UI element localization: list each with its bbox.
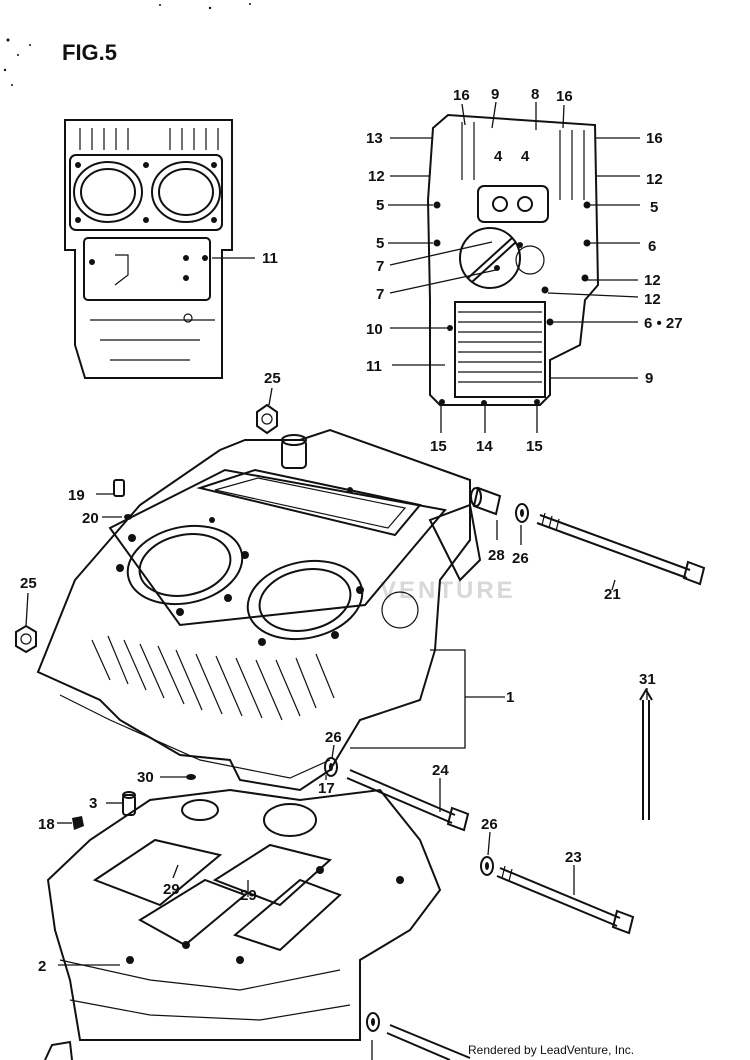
- callout-25-top: 25: [264, 370, 281, 387]
- nut-25-top: [256, 403, 278, 435]
- washer-26-middle: [324, 757, 338, 777]
- bolt-23: [496, 865, 635, 935]
- callout-8: 8: [531, 86, 539, 103]
- callout-4-a: 4: [494, 148, 503, 165]
- callout-labels: 11 16 9 8 16 13 16 12 12 4 4 5 5 5 6 7 1…: [20, 86, 683, 975]
- corner-speckle: [3, 3, 251, 86]
- callout-14: 14: [476, 438, 493, 455]
- callout-23: 23: [565, 849, 582, 866]
- callout-29-a: 29: [163, 881, 180, 898]
- callout-3: 3: [89, 795, 97, 812]
- figure-title: FIG.5: [62, 40, 117, 65]
- washer-26-upper: [515, 503, 529, 523]
- watermark-text: VENTURE: [380, 577, 516, 604]
- callout-24: 24: [432, 762, 449, 779]
- callout-17: 17: [318, 780, 335, 797]
- callout-5-b: 5: [650, 199, 658, 216]
- callout-9-right: 9: [645, 370, 653, 387]
- callout-11-right: 11: [366, 358, 382, 375]
- bolt-24: [346, 769, 470, 832]
- callout-13: 13: [366, 130, 383, 147]
- callout-2: 2: [38, 958, 46, 975]
- sleeve-28: [470, 486, 502, 516]
- dowel-3: [122, 791, 136, 816]
- callout-7-a: 7: [376, 258, 384, 275]
- screw-20: [124, 514, 132, 520]
- callout-29-b: 29: [240, 887, 257, 904]
- lower-crankcase: [44, 788, 442, 1060]
- callout-9-top: 9: [491, 86, 499, 103]
- callout-6: 6: [648, 238, 656, 255]
- washer-26-lower: [480, 856, 494, 876]
- callout-16-a: 16: [453, 87, 470, 104]
- callout-7-b: 7: [376, 286, 384, 303]
- callout-4-b: 4: [521, 148, 530, 165]
- callout-15-a: 15: [430, 438, 447, 455]
- callout-26-lower: 26: [481, 816, 498, 833]
- callout-25-left: 25: [20, 575, 37, 592]
- callout-10: 10: [366, 321, 383, 338]
- callout-5-a: 5: [376, 197, 384, 214]
- callout-20: 20: [82, 510, 99, 527]
- plug-18: [72, 816, 84, 830]
- callout-31: 31: [639, 671, 656, 688]
- callout-15-b: 15: [526, 438, 543, 455]
- callout-30: 30: [137, 769, 154, 786]
- callout-26-upper: 26: [512, 550, 529, 567]
- callout-16-c: 16: [646, 130, 663, 147]
- callout-5-c: 5: [376, 235, 384, 252]
- screw-30: [186, 774, 196, 780]
- callout-12-d: 12: [644, 291, 661, 308]
- callout-1: 1: [506, 689, 514, 706]
- nut-25-left: [15, 624, 37, 654]
- stud-31: [639, 688, 653, 820]
- callout-26-middle: 26: [325, 729, 342, 746]
- callout-12-a: 12: [368, 168, 385, 185]
- callout-6-27: 6 • 27: [644, 315, 683, 332]
- upper-crankcase: [36, 428, 482, 792]
- callout-12-c: 12: [644, 272, 661, 289]
- upper-case-top-view: [64, 119, 233, 379]
- callout-16-b: 16: [556, 88, 573, 105]
- callout-28: 28: [488, 547, 505, 564]
- leader-lines: [25, 101, 648, 1060]
- callout-19: 19: [68, 487, 85, 504]
- clip-19: [113, 479, 125, 497]
- upper-case-bottom-view: [426, 113, 600, 406]
- callout-21: 21: [604, 586, 621, 603]
- callout-11-left: 11: [262, 250, 278, 267]
- washer-bottom: [366, 1012, 471, 1060]
- callout-12-b: 12: [646, 171, 663, 188]
- bolt-21: [536, 512, 706, 586]
- callout-18: 18: [38, 816, 55, 833]
- footer-credit: Rendered by LeadVenture, Inc.: [468, 1043, 635, 1057]
